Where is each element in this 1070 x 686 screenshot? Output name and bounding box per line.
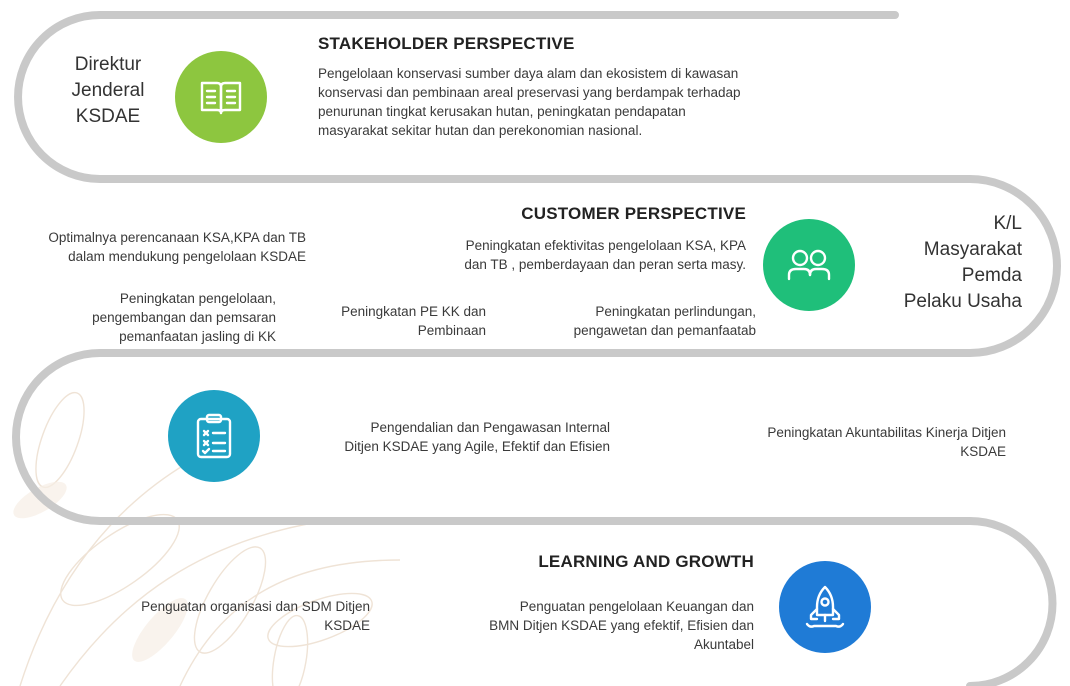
stakeholder-description: Pengelolaan konservasi sumber daya alam … [318, 64, 838, 140]
goal-line: BMN Ditjen KSDAE yang efektif, Efisien d… [489, 618, 754, 633]
goal-line: Optimalnya perencanaan KSA,KPA dan TB [48, 230, 306, 245]
desc-line: masyarakat sekitar hutan dan perekonomia… [318, 123, 643, 138]
goal-line: dan TB , pemberdayaan dan peran serta ma… [464, 257, 746, 272]
customer-goal-1: Peningkatan efektivitas pengelolaan KSA,… [400, 236, 746, 274]
desc-line: penurunan tingkat kerusakan hutan, penin… [318, 104, 686, 119]
stakeholder-actor-line: Direktur [74, 54, 142, 75]
rocket-icon [805, 585, 845, 628]
customer-icon-circle [763, 219, 855, 311]
internal-goal-2: Peningkatan Akuntabilitas Kinerja Ditjen… [700, 423, 1006, 461]
goal-line: dalam mendukung pengelolaan KSDAE [68, 249, 306, 264]
goal-line: Penguatan pengelolaan Keuangan dan [519, 599, 754, 614]
customer-actor-line: K/L [993, 213, 1022, 234]
stakeholder-actor: Direktur Jenderal KSDAE [58, 52, 158, 130]
goal-line: Pengendalian dan Pengawasan Internal [370, 420, 610, 435]
goal-line: Pembinaan [417, 323, 486, 338]
customer-goal-2: Optimalnya perencanaan KSA,KPA dan TB da… [4, 228, 306, 266]
desc-line: Pengelolaan konservasi sumber daya alam … [318, 66, 739, 81]
stakeholder-actor-line: Jenderal [71, 80, 145, 101]
checklist-icon [196, 413, 232, 459]
goal-line: Peningkatan Akuntabilitas Kinerja Ditjen [767, 425, 1006, 440]
goal-line: Peningkatan pengelolaan, [119, 291, 276, 306]
goal-line: Penguatan organisasi dan SDM Ditjen [141, 599, 370, 614]
learning-heading: LEARNING AND GROWTH [538, 552, 754, 571]
desc-line: konservasi dan pembinaan areal preservas… [318, 85, 741, 100]
goal-line: Ditjen KSDAE yang Agile, Efektif dan Efi… [344, 439, 610, 454]
learning-goal-2: Penguatan pengelolaan Keuangan dan BMN D… [400, 597, 754, 654]
goal-line: pengawetan dan pemanfaatab [573, 323, 756, 338]
customer-actor-line: Pelaku Usaha [903, 291, 1022, 312]
goal-line: Peningkatan efektivitas pengelolaan KSA,… [465, 238, 746, 253]
goal-line: Peningkatan perlindungan, [595, 304, 756, 319]
learning-goal-1: Penguatan organisasi dan SDM Ditjen KSDA… [60, 597, 370, 635]
customer-goal-3: Peningkatan pengelolaan, pengembangan da… [40, 289, 276, 346]
customer-heading: CUSTOMER PERSPECTIVE [521, 204, 746, 223]
learning-icon-circle [779, 561, 871, 653]
internal-goal-1: Pengendalian dan Pengawasan Internal Dit… [280, 418, 610, 456]
stakeholder-heading: STAKEHOLDER PERSPECTIVE [318, 34, 575, 53]
goal-line: KSDAE [324, 618, 370, 633]
stakeholder-actor-line: KSDAE [75, 106, 141, 127]
customer-actor: K/L Masyarakat Pemda Pelaku Usaha [860, 211, 1022, 315]
customer-actor-line: Pemda [961, 265, 1022, 286]
goal-line: pemanfaatan jasling di KK [119, 329, 276, 344]
goal-line: Akuntabel [693, 637, 754, 652]
stakeholder-icon-circle [175, 51, 267, 143]
goal-line: Peningkatan PE KK dan [341, 304, 486, 319]
customer-goal-4: Peningkatan PE KK dan Pembinaan [306, 302, 486, 340]
customer-actor-line: Masyarakat [923, 239, 1022, 260]
internal-icon-circle [168, 390, 260, 482]
goal-line: pengembangan dan pemsaran [92, 310, 276, 325]
customer-goal-5: Peningkatan perlindungan, pengawetan dan… [500, 302, 756, 340]
goal-line: KSDAE [960, 444, 1006, 459]
book-icon [200, 81, 242, 115]
people-icon [787, 249, 831, 281]
